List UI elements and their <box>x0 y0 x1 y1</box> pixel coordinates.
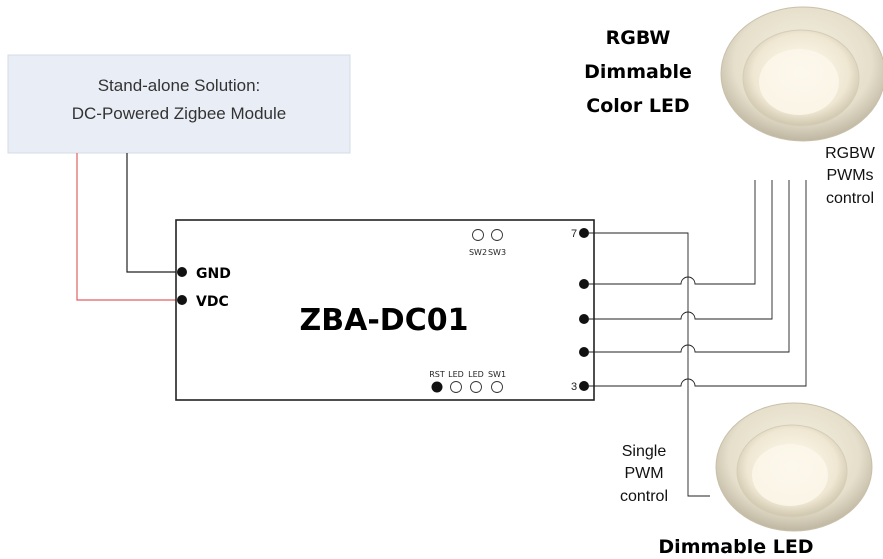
module-board <box>175 219 595 401</box>
rgbw-control-line1: RGBW <box>825 145 876 162</box>
single-pwm-wire <box>589 232 710 497</box>
dimmable-led-title: Dimmable LED <box>658 536 813 558</box>
sw3-label: SW3 <box>488 248 506 257</box>
rgbw-wire-4 <box>589 180 807 387</box>
led2-label: LED <box>468 370 484 379</box>
dimmable-lamp-icon <box>715 402 873 532</box>
gnd-label: GND <box>196 266 231 282</box>
output-pin-7 <box>579 228 589 238</box>
single-control-line1: Single <box>622 443 667 460</box>
sw1-label: SW1 <box>488 370 506 379</box>
rgbw-control-line3: control <box>826 190 874 207</box>
vdc-label: VDC <box>196 294 229 310</box>
single-control-line2: PWM <box>624 465 663 482</box>
led1-indicator <box>450 381 462 393</box>
rgbw-title-line2: Dimmable <box>584 61 692 83</box>
pin-3-number: 3 <box>571 381 577 393</box>
info-box-line1: Stand-alone Solution: <box>98 76 261 95</box>
rgbw-lamp-icon <box>720 6 883 142</box>
module-name: ZBA-DC01 <box>300 303 469 338</box>
rgbw-control-line2: PWMs <box>826 167 873 184</box>
sw1-button <box>491 381 503 393</box>
rgbw-wire-2 <box>589 180 773 320</box>
sw2-switch <box>472 229 484 241</box>
info-box <box>7 54 351 154</box>
output-pin-3 <box>579 381 589 391</box>
pin-7-number: 7 <box>571 228 577 240</box>
rst-label: RST <box>429 370 445 379</box>
gnd-pin <box>177 267 187 277</box>
output-pin-6 <box>579 279 589 289</box>
rst-button <box>431 381 443 393</box>
single-control-line3: control <box>620 488 668 505</box>
vdc-wire <box>76 153 176 301</box>
info-box-line2: DC-Powered Zigbee Module <box>72 104 287 123</box>
vdc-pin <box>177 295 187 305</box>
rgbw-wire-3 <box>589 180 790 353</box>
led2-indicator <box>470 381 482 393</box>
rgbw-title-line3: Color LED <box>586 95 689 117</box>
gnd-wire <box>126 153 176 273</box>
sw3-switch <box>491 229 503 241</box>
led1-label: LED <box>448 370 464 379</box>
sw2-label: SW2 <box>469 248 487 257</box>
rgbw-wire-1 <box>589 180 756 285</box>
output-pin-4 <box>579 347 589 357</box>
rgbw-title-line1: RGBW <box>606 27 671 49</box>
output-pin-5 <box>579 314 589 324</box>
